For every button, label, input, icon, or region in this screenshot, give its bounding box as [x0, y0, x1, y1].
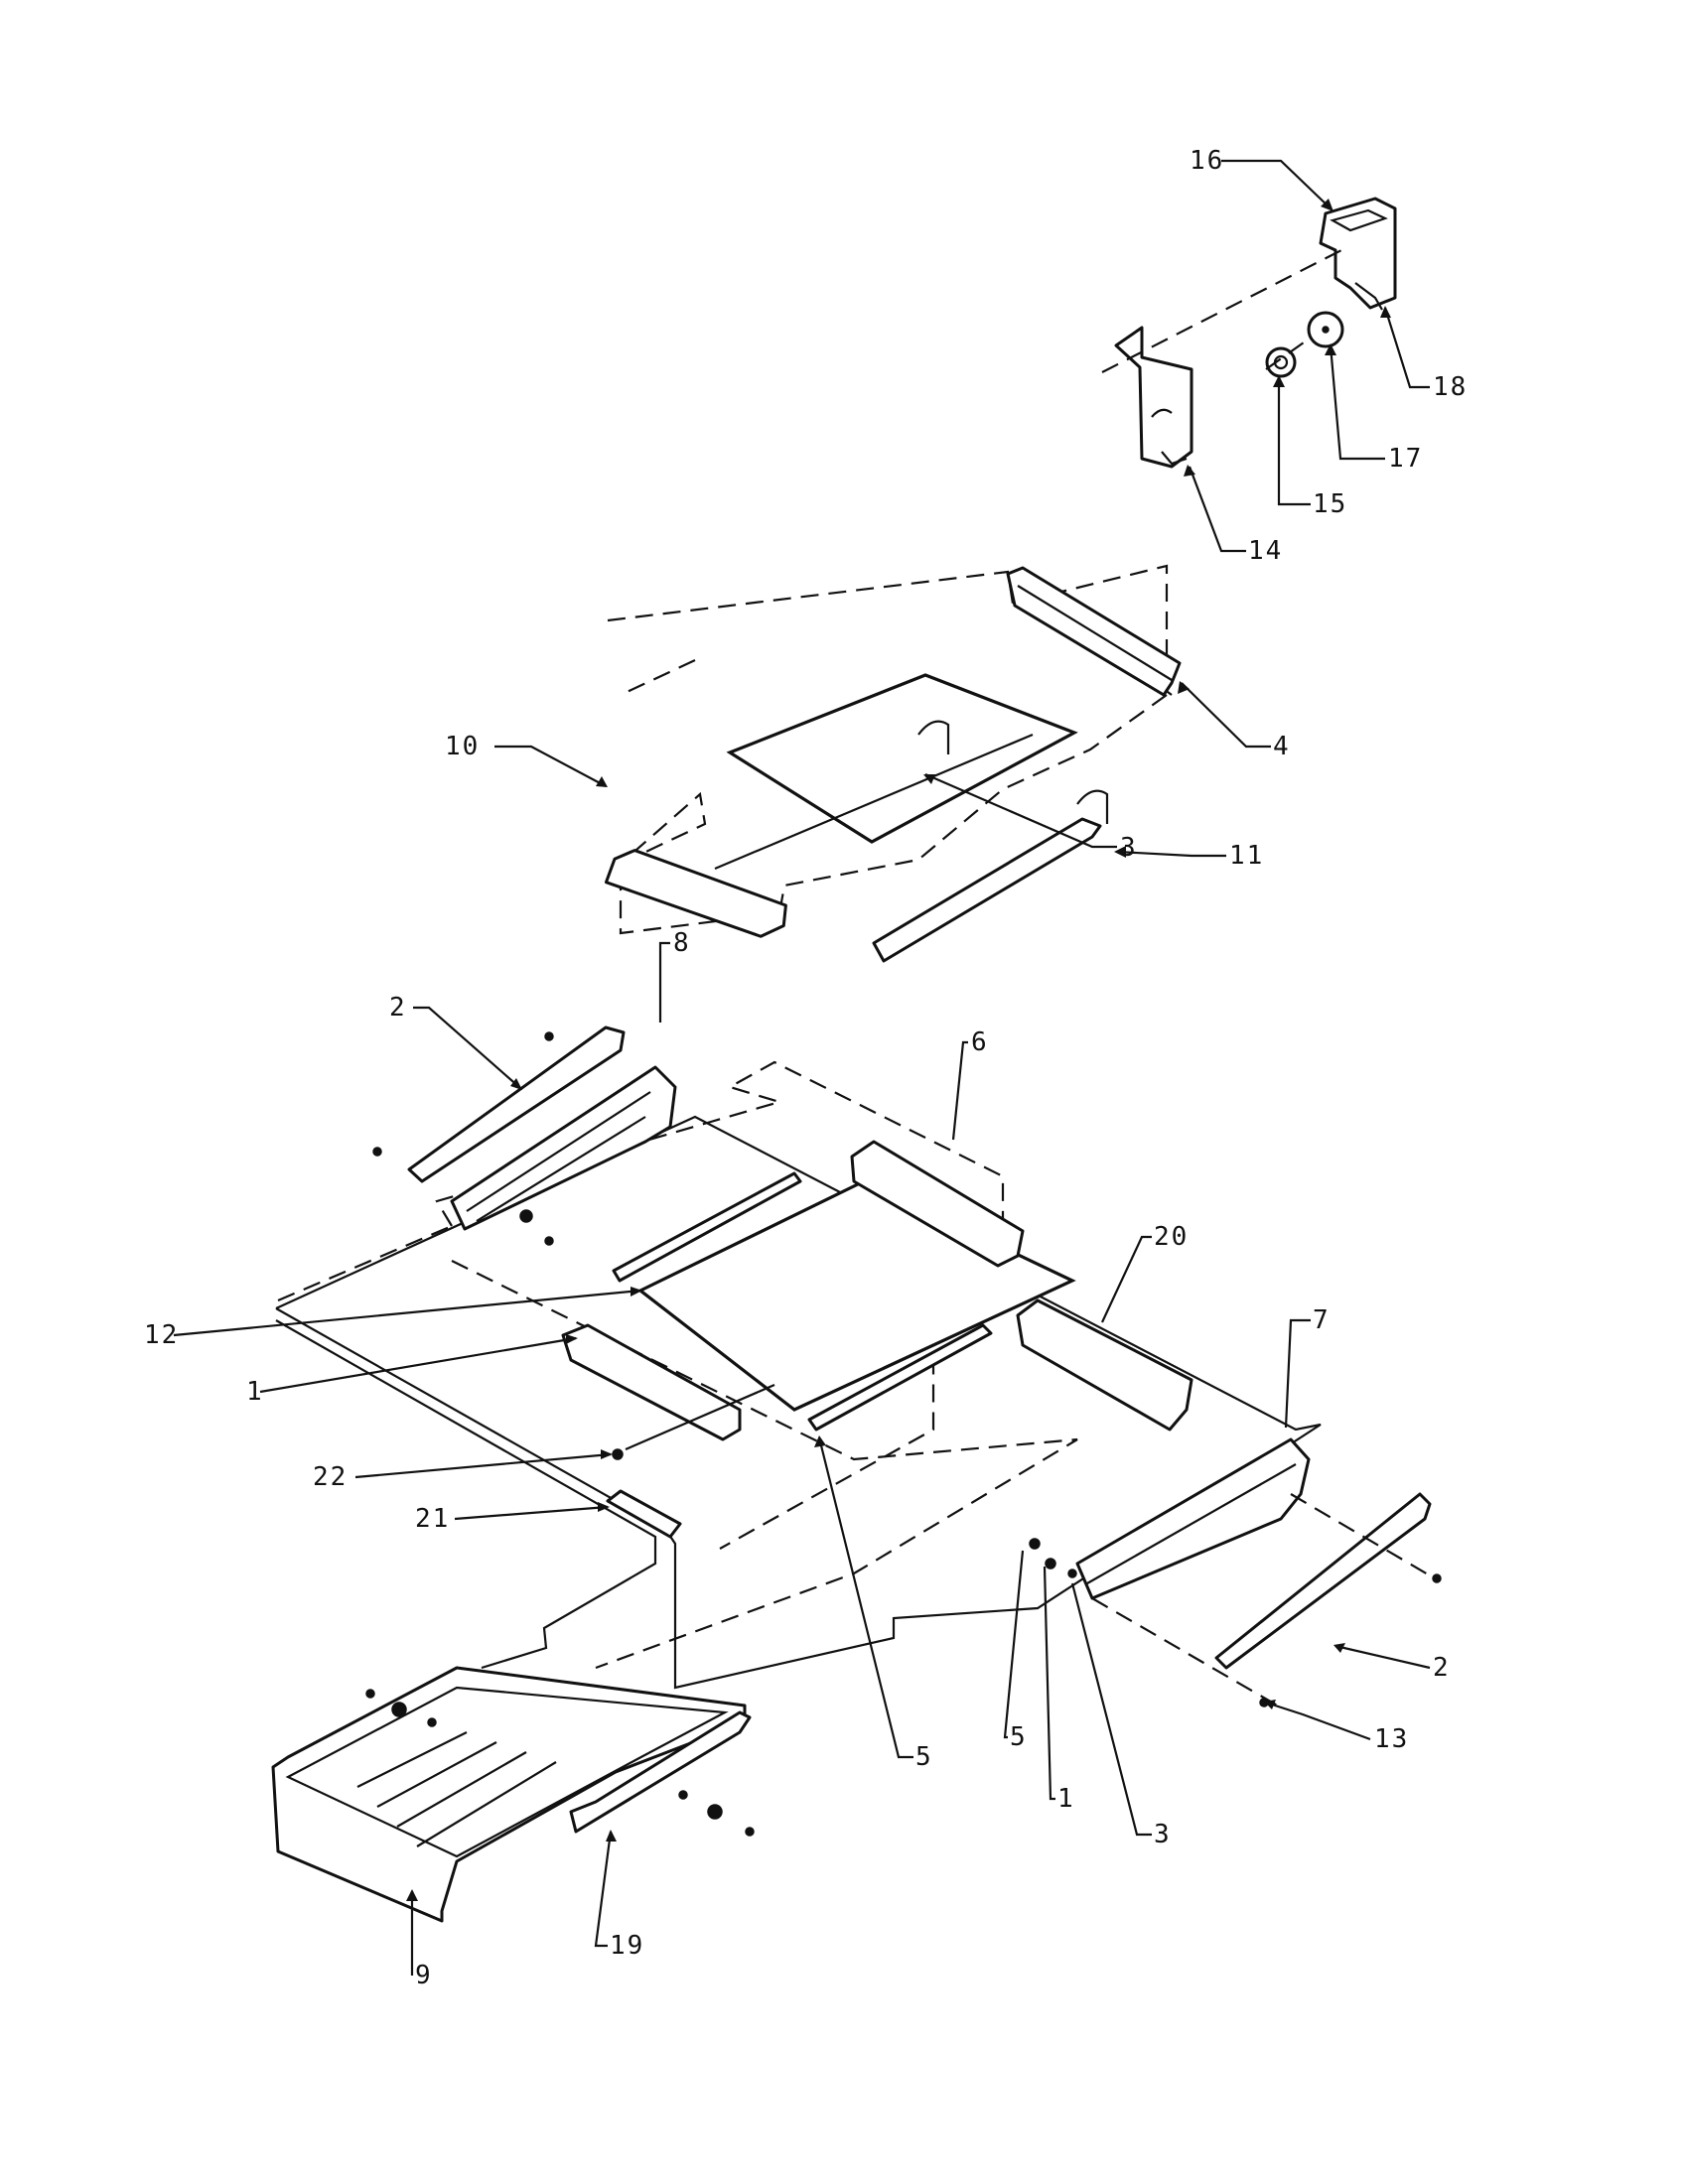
left-rail-screw-1	[544, 1031, 554, 1041]
callout-20: 20	[1154, 1222, 1189, 1252]
callout-16: 16	[1190, 146, 1224, 176]
crisper-outline-lower	[277, 1224, 1078, 1670]
upper-shelf-outline	[607, 564, 1169, 935]
crisper-frame-outline-2	[275, 1319, 657, 1670]
crisper-frame-outline	[275, 1115, 1322, 1690]
drawer-screw-1	[365, 1689, 375, 1699]
crisper-shelf-assembly	[275, 1025, 1442, 1708]
callout-1-left: 1	[246, 1377, 264, 1407]
callout-3-bottom: 3	[1154, 1820, 1172, 1849]
part-12-crisper-glass	[636, 1179, 1076, 1412]
callout-labels: 16 18 17 15 14 4 10 11 3 8 2 6 20 7 12 1…	[144, 146, 1468, 1990]
assembly-line-14-16	[1101, 247, 1346, 373]
part-6-rear-rail	[850, 1140, 1025, 1268]
upper-shelf-left-hook	[917, 720, 950, 754]
drawer-screw-5	[707, 1804, 723, 1820]
callout-22: 22	[313, 1462, 348, 1492]
part-15-disc	[1265, 346, 1297, 378]
drawer-screw-4	[678, 1790, 688, 1800]
upper-shelf-assembly	[604, 564, 1182, 963]
callout-6: 6	[971, 1027, 989, 1057]
callout-17: 17	[1388, 444, 1423, 474]
left-rail-screw-3	[519, 1209, 533, 1223]
arrowheads	[406, 199, 1391, 1901]
callout-15: 15	[1313, 489, 1347, 519]
part-20-crisper-rail	[1016, 1298, 1193, 1432]
callout-5-mid: 5	[915, 1742, 933, 1772]
part-16-opening	[1330, 208, 1388, 232]
callout-5-right: 5	[1010, 1722, 1028, 1752]
left-rail-screw-2	[372, 1147, 382, 1157]
callout-12: 12	[144, 1320, 179, 1350]
drawer-screw-2	[391, 1702, 407, 1717]
drawer-screw-3	[427, 1717, 437, 1727]
part-18-clip	[1354, 282, 1383, 311]
right-rail-assembly-line	[1091, 1493, 1436, 1708]
callout-21: 21	[415, 1504, 450, 1534]
callout-13: 13	[1374, 1724, 1409, 1754]
control-housing-assembly	[1101, 197, 1397, 469]
part-22-fastener	[612, 1448, 624, 1460]
part-17-center	[1322, 326, 1330, 334]
part-2-right-rail	[1214, 1492, 1432, 1670]
part-9-drawer-ribs	[356, 1731, 557, 1847]
right-rail-screw-5	[1067, 1569, 1077, 1578]
part-4-detail	[1017, 585, 1173, 681]
leader-lines	[173, 159, 1431, 1976]
part-8-detail	[466, 1091, 651, 1222]
part-9-drawer-body	[271, 1666, 747, 1923]
callout-9: 9	[415, 1961, 433, 1990]
callout-3-top: 3	[1120, 833, 1138, 863]
assembly-line-15-17	[1265, 337, 1312, 370]
left-rail-screw-4	[544, 1236, 554, 1246]
crisper-drawer-assembly	[271, 1666, 755, 1923]
callout-18: 18	[1433, 372, 1468, 402]
callout-2-right: 2	[1433, 1653, 1451, 1683]
upper-shelf-right-hook	[1076, 789, 1109, 824]
right-rail-screw-4	[1045, 1558, 1056, 1570]
crisper-left-strip	[612, 1171, 802, 1283]
part-2-left-rail	[407, 1025, 626, 1183]
part-14-detail	[1151, 408, 1188, 466]
callout-11: 11	[1229, 841, 1264, 871]
part-10-front-rail	[604, 849, 787, 938]
part-5-right-strip	[807, 1323, 993, 1432]
right-rail-screw-1	[1432, 1573, 1442, 1583]
callout-8: 8	[673, 928, 691, 958]
part-11-side-rail	[872, 817, 1102, 963]
part-7-detail	[1086, 1463, 1297, 1584]
callout-14: 14	[1248, 536, 1283, 566]
part-14-bracket	[1114, 326, 1193, 469]
part-3-upper-glass	[726, 673, 1078, 844]
part-1-front-rail	[561, 1323, 742, 1441]
right-rail-screw-3	[1029, 1538, 1041, 1550]
callout-4: 4	[1273, 732, 1291, 761]
part-7-right-runner	[1075, 1437, 1311, 1600]
part-19-drawer-slide	[569, 1710, 752, 1834]
callout-1-right: 1	[1057, 1784, 1075, 1814]
callout-10: 10	[445, 732, 480, 761]
callout-19: 19	[610, 1931, 644, 1961]
part-1-cross-rod	[625, 1383, 775, 1451]
drawer-screw-6	[745, 1827, 755, 1837]
part-9-drawer-rim	[285, 1686, 729, 1858]
callout-7: 7	[1313, 1305, 1331, 1335]
part-16-housing	[1319, 197, 1397, 310]
part-21-bracket	[606, 1489, 682, 1539]
callout-2-left: 2	[389, 993, 407, 1023]
upper-shelf-cross-rod	[714, 733, 1034, 871]
